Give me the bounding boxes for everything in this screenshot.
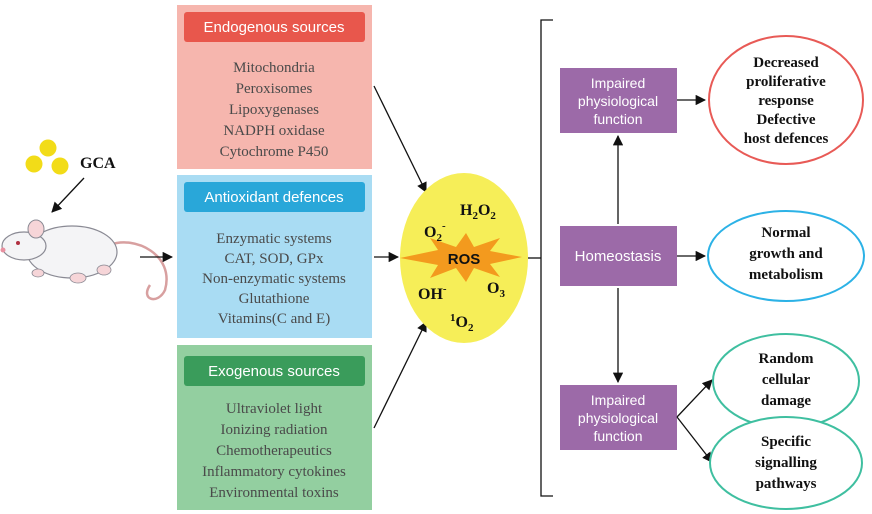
state-label: Impaired xyxy=(591,392,645,408)
endogenous-title: Endogenous sources xyxy=(204,19,345,36)
state-label: physiological xyxy=(578,410,658,426)
antioxidant-item: Vitamins(C and E) xyxy=(218,311,330,327)
exogenous-item: Ultraviolet light xyxy=(226,401,323,417)
outcome-specific: Specific signalling pathways xyxy=(709,416,863,510)
ros-ellipse: ROS O2- H2O2 OH- O3 1O2 xyxy=(400,173,528,343)
gca-label: GCA xyxy=(80,155,116,172)
endogenous-sources-box: Endogenous sources Mitochondria Peroxiso… xyxy=(177,5,372,169)
outcome-random: Random cellular damage xyxy=(712,333,860,429)
antioxidant-item: Enzymatic systems xyxy=(216,231,332,247)
exogenous-item: Ionizing radiation xyxy=(220,422,328,438)
exogenous-title: Exogenous sources xyxy=(208,363,340,380)
outcome-decreased: Decreased proliferative response Defecti… xyxy=(708,35,864,165)
endogenous-header xyxy=(184,12,365,42)
antioxidant-item: Non-enzymatic systems xyxy=(202,271,346,287)
endogenous-item: Cytochrome P450 xyxy=(220,144,329,160)
outcome-text: Defective xyxy=(756,112,815,128)
singlet-oxygen-label: 1O2 xyxy=(450,312,474,334)
outcome-text: host defences xyxy=(744,131,829,147)
state-box-homeostasis: Homeostasis xyxy=(560,226,677,286)
rat-icon xyxy=(0,219,168,301)
antioxidant-defences-box: Antioxidant defences Enzymatic systems C… xyxy=(177,175,372,338)
outcome-text: pathways xyxy=(756,476,817,492)
exogenous-item: Chemotherapeutics xyxy=(216,443,332,459)
ozone-label: O3 xyxy=(487,280,505,300)
gca-compound-icon xyxy=(25,139,69,175)
state-label: Homeostasis xyxy=(575,248,662,265)
state-label: physiological xyxy=(578,93,658,109)
state-label: function xyxy=(593,111,642,127)
outcome-text: Decreased xyxy=(753,55,819,71)
outcome-normal: Normal growth and metabolism xyxy=(707,210,865,302)
outcome-text: growth and xyxy=(749,246,823,262)
hydrogen-peroxide-label: H2O2 xyxy=(460,202,496,222)
state-box-bottom: Impaired physiological function xyxy=(560,385,677,450)
antioxidant-item: CAT, SOD, GPx xyxy=(225,251,324,267)
outcome-text: Random xyxy=(758,351,814,367)
bottom-to-specific-arrow xyxy=(676,416,713,463)
outcome-text: proliferative xyxy=(746,74,826,90)
antioxidant-header xyxy=(184,182,365,212)
ros-burst-icon xyxy=(400,233,522,282)
bottom-to-random-arrow xyxy=(676,379,713,418)
outcome-text: signalling xyxy=(755,455,817,471)
endogenous-to-ros-arrow xyxy=(373,85,427,193)
endogenous-item: Lipoxygenases xyxy=(229,102,319,118)
exogenous-header xyxy=(184,356,365,386)
state-box-top: Impaired physiological function xyxy=(560,68,677,133)
state-label: Impaired xyxy=(591,75,645,91)
hydroxyl-label: OH- xyxy=(418,283,447,303)
endogenous-item: Peroxisomes xyxy=(236,81,313,97)
ros-label: ROS xyxy=(448,251,481,268)
outcome-text: cellular xyxy=(762,372,811,388)
outcome-text: Normal xyxy=(761,225,810,241)
outcome-text: metabolism xyxy=(749,267,824,283)
exogenous-sources-box: Exogenous sources Ultraviolet light Ioni… xyxy=(177,345,372,510)
exogenous-to-ros-arrow xyxy=(373,321,427,429)
gca-to-rat-arrow xyxy=(51,177,85,213)
state-label: function xyxy=(593,428,642,444)
antioxidant-title: Antioxidant defences xyxy=(204,189,343,206)
outcome-text: damage xyxy=(761,393,811,409)
superoxide-label: O2- xyxy=(424,220,446,244)
exogenous-item: Environmental toxins xyxy=(209,485,339,501)
outcome-text: response xyxy=(758,93,814,109)
outcomes-bracket xyxy=(540,19,553,497)
exogenous-item: Inflammatory cytokines xyxy=(202,464,346,480)
endogenous-item: NADPH oxidase xyxy=(223,123,325,139)
outcome-text: Specific xyxy=(761,434,811,450)
antioxidant-item: Glutathione xyxy=(239,291,310,307)
endogenous-item: Mitochondria xyxy=(233,60,315,76)
